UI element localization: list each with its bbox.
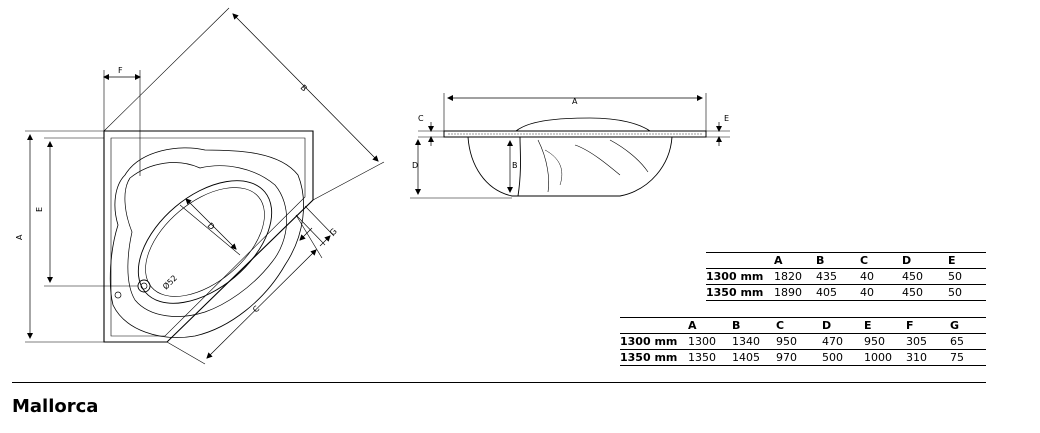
side-dimensions-table: A B C D E 1300 mm 1820 435 40 450 50 135… <box>706 252 986 301</box>
top-dim-label-c: C <box>251 304 262 315</box>
top-dim-label-a: A <box>15 234 24 240</box>
table-cell: 305 <box>906 335 927 348</box>
table-cell: 435 <box>816 270 837 283</box>
top-dim-label-g: G <box>328 227 339 238</box>
table-header-cell <box>620 318 688 334</box>
table-header-cell: B <box>816 253 825 267</box>
top-dim-label-d: D <box>206 221 217 232</box>
table-cell: 950 <box>864 335 885 348</box>
table-cell: 75 <box>950 351 964 364</box>
table-cell: 65 <box>950 335 964 348</box>
table-cell: 310 <box>906 351 927 364</box>
table-row-label: 1300 mm <box>706 270 764 283</box>
table-cell: 450 <box>902 270 923 283</box>
table-header-cell: A <box>688 318 697 332</box>
side-dim-label-b: B <box>512 161 518 170</box>
table-row-label: 1350 mm <box>706 286 764 299</box>
top-dim-label-b: B <box>299 83 309 93</box>
top-dim-label-f: F <box>118 66 123 75</box>
table-cell: 450 <box>902 286 923 299</box>
technical-drawing: A E F B D C G Ø52 <box>15 7 730 365</box>
top-dim-label-e: E <box>35 207 44 212</box>
table-cell: 50 <box>948 286 962 299</box>
table-cell: 1000 <box>864 351 892 364</box>
table-header-cell: B <box>732 318 741 332</box>
side-dim-label-a: A <box>572 97 578 106</box>
table-header-row: A B C D E <box>706 252 986 269</box>
table-cell: 40 <box>860 270 874 283</box>
title-divider <box>12 382 986 383</box>
side-dim-label-e: E <box>724 114 729 123</box>
table-header-cell: C <box>776 318 785 332</box>
table-cell: 1890 <box>774 286 802 299</box>
table-header-cell <box>706 253 774 269</box>
table-header-cell: D <box>902 253 912 267</box>
table-header-cell: A <box>774 253 783 267</box>
side-dim-label-d: D <box>412 161 418 170</box>
table-header-row: A B C D E F G <box>620 317 986 334</box>
side-body <box>467 136 521 197</box>
product-title: Mallorca <box>12 396 99 417</box>
top-dimensions-table: A B C D E F G 1300 mm 1300 1340 950 470 … <box>620 317 986 366</box>
table-cell: 40 <box>860 286 874 299</box>
table-cell: 1340 <box>732 335 760 348</box>
bath-rim <box>109 147 304 338</box>
table-header-cell: F <box>906 318 914 332</box>
table-cell: 50 <box>948 270 962 283</box>
table-row: 1350 mm 1350 1405 970 500 1000 310 75 <box>620 349 986 366</box>
table-cell: 500 <box>822 351 843 364</box>
table-header-cell: G <box>950 318 960 332</box>
table-cell: 1820 <box>774 270 802 283</box>
table-row-label: 1300 mm <box>620 335 678 348</box>
drain-diameter-label: Ø52 <box>160 273 179 292</box>
table-cell: 1300 <box>688 335 716 348</box>
table-cell: 1405 <box>732 351 760 364</box>
table-header-cell: D <box>822 318 832 332</box>
table-cell: 405 <box>816 286 837 299</box>
table-header-cell: E <box>864 318 872 332</box>
table-cell: 950 <box>776 335 797 348</box>
side-dim-label-c: C <box>418 114 424 123</box>
table-row: 1350 mm 1890 405 40 450 50 <box>706 284 986 301</box>
top-view <box>25 7 385 365</box>
table-row: 1300 mm 1300 1340 950 470 950 305 65 <box>620 333 986 350</box>
table-row-label: 1350 mm <box>620 351 678 364</box>
table-header-cell: C <box>860 253 869 267</box>
table-row: 1300 mm 1820 435 40 450 50 <box>706 268 986 285</box>
side-rim <box>443 130 707 138</box>
table-header-cell: E <box>948 253 956 267</box>
bath-basin <box>137 180 273 304</box>
side-view <box>410 93 730 199</box>
table-cell: 1350 <box>688 351 716 364</box>
table-cell: 470 <box>822 335 843 348</box>
table-cell: 970 <box>776 351 797 364</box>
